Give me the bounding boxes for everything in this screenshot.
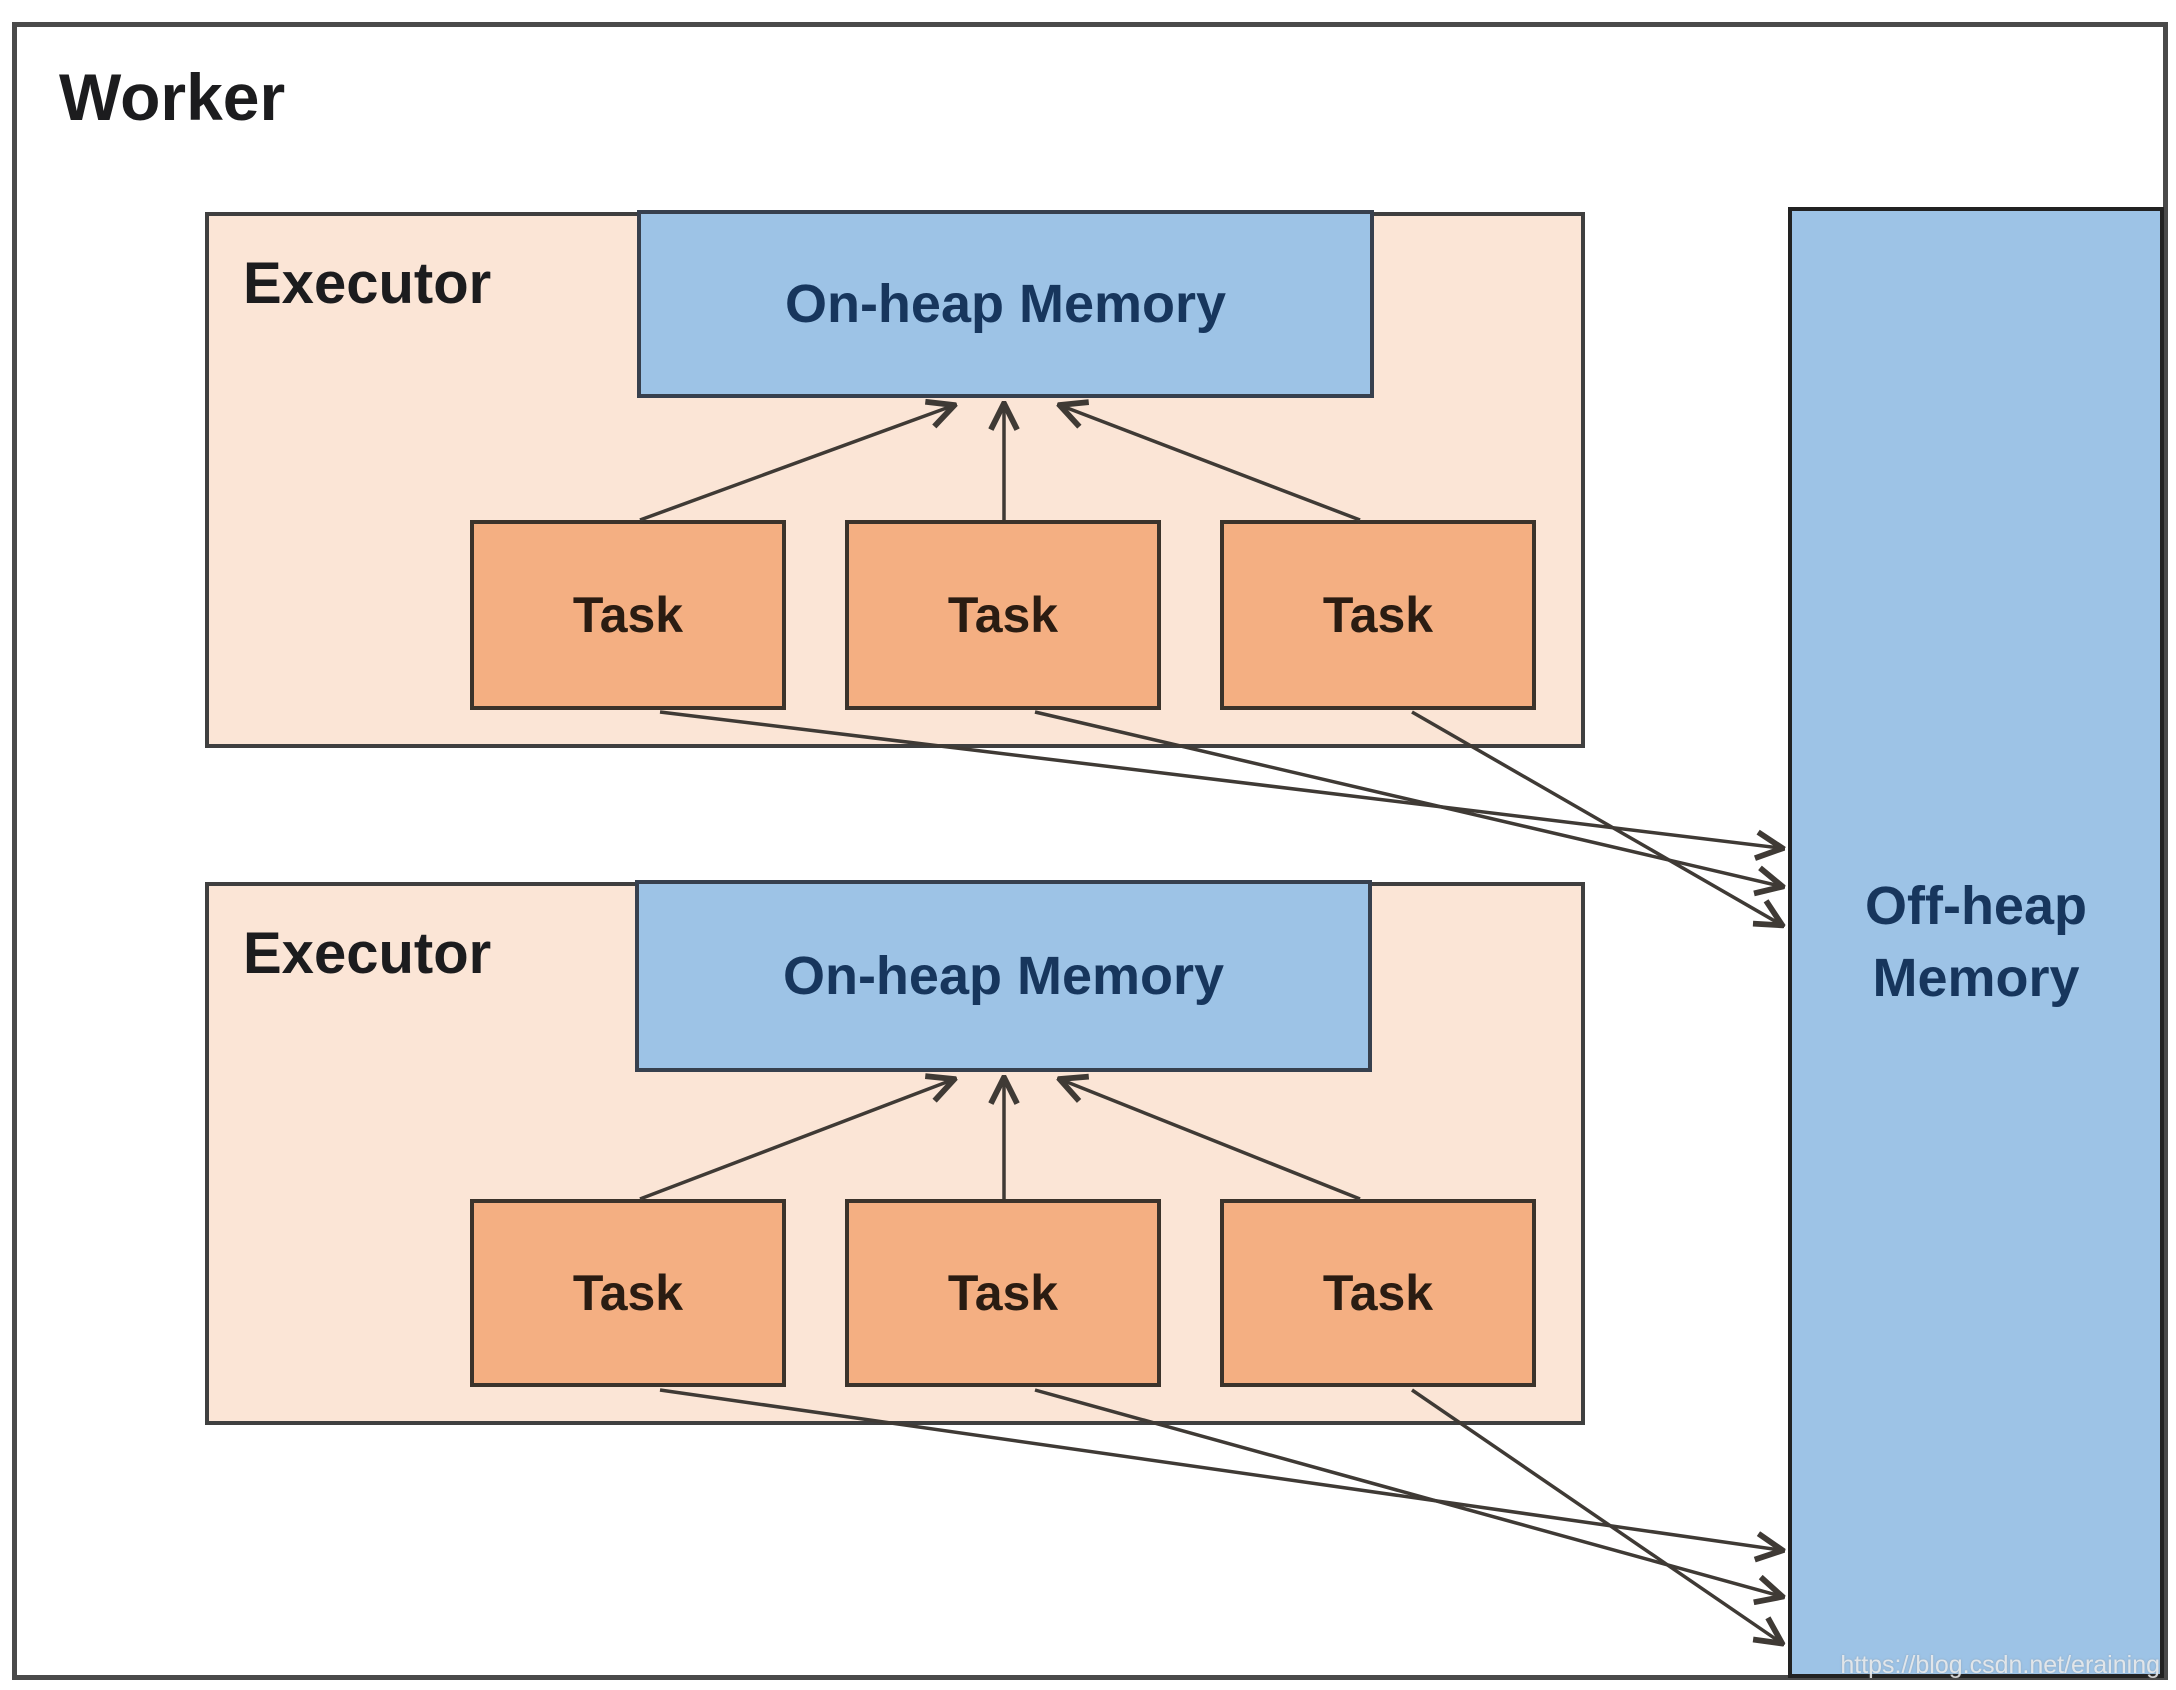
worker-label: Worker bbox=[59, 60, 286, 134]
offheap-memory-label: Off-heap Memory bbox=[1865, 871, 2087, 1014]
onheap-memory-label: On-heap Memory bbox=[784, 274, 1227, 334]
task-label: Task bbox=[1322, 1265, 1434, 1321]
offheap-memory-box: Off-heap Memory bbox=[1788, 207, 2164, 1678]
executor-label: Executor bbox=[243, 921, 492, 986]
task-label: Task bbox=[572, 1265, 684, 1321]
task-label: Task bbox=[947, 1265, 1059, 1321]
onheap-memory-label: On-heap Memory bbox=[782, 946, 1225, 1006]
task-box: Task bbox=[845, 1199, 1161, 1387]
offheap-label-line2: Memory bbox=[1872, 947, 2080, 1008]
offheap-label-line1: Off-heap bbox=[1865, 876, 2087, 937]
task-label: Task bbox=[572, 587, 684, 643]
watermark-url: https://blog.csdn.net/eraining bbox=[1840, 1651, 2160, 1679]
task-label: Task bbox=[1322, 587, 1434, 643]
task-box: Task bbox=[1220, 520, 1536, 710]
task-box: Task bbox=[470, 520, 786, 710]
executor-label: Executor bbox=[243, 251, 492, 316]
task-box: Task bbox=[470, 1199, 786, 1387]
onheap-memory-box-1: On-heap Memory bbox=[637, 210, 1374, 398]
task-box: Task bbox=[845, 520, 1161, 710]
task-label: Task bbox=[947, 587, 1059, 643]
task-box: Task bbox=[1220, 1199, 1536, 1387]
onheap-memory-box-2: On-heap Memory bbox=[635, 880, 1372, 1072]
